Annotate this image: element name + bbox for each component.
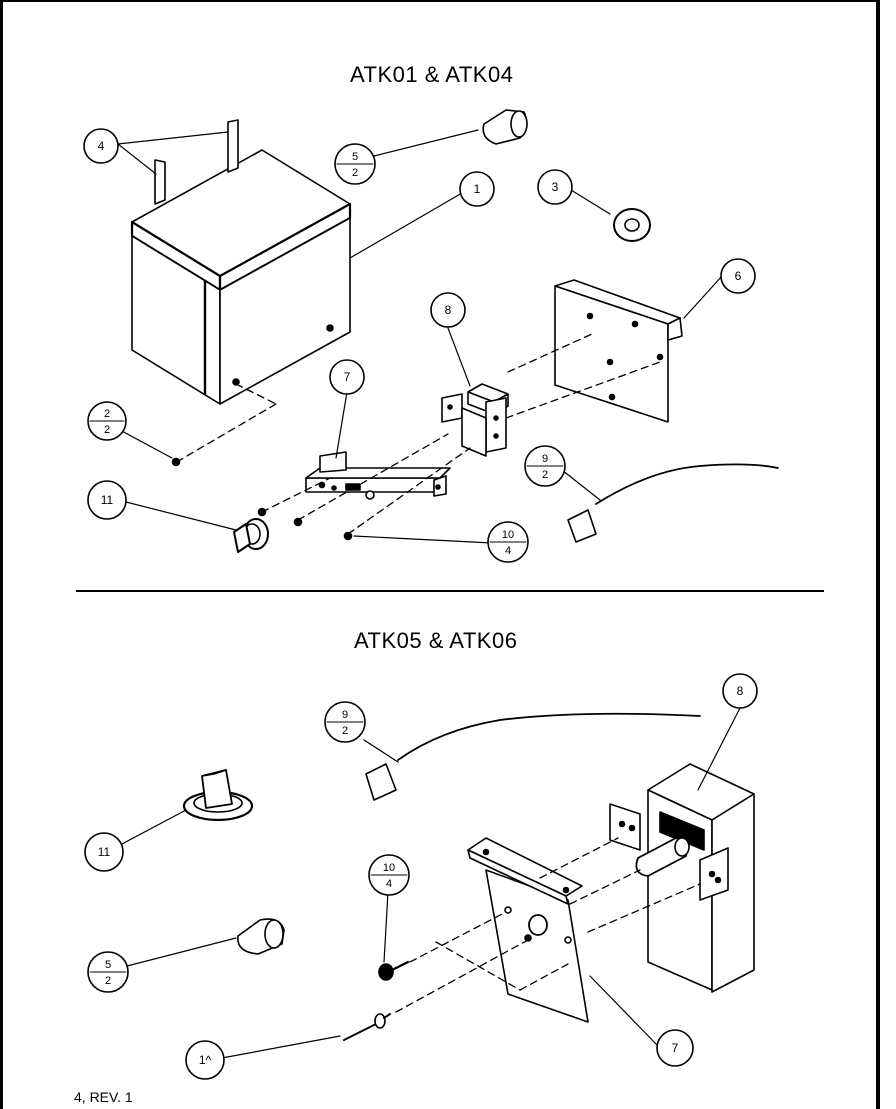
callout-7-top-label: 7 xyxy=(344,370,351,384)
knob-part-11 xyxy=(233,518,269,553)
callout-11-bottom: 11 xyxy=(84,832,124,872)
callout-10-4-top-num: 10 xyxy=(502,529,514,541)
bracket-plate-part-7 xyxy=(467,837,589,1023)
section-title-atk05-atk06: ATK05 & ATK06 xyxy=(354,628,518,653)
pin-part-12-bottom xyxy=(343,1013,391,1041)
knob-cap-part-5-bottom xyxy=(237,918,285,955)
callout-8-bottom-label: 8 xyxy=(737,684,744,698)
callout-8-top: 8 xyxy=(430,292,466,328)
callout-11-top-label: 11 xyxy=(101,493,114,507)
section-divider xyxy=(76,590,824,592)
callout-12-bottom-label: 1^ xyxy=(199,1053,212,1067)
wire-harness-part-9 xyxy=(567,463,779,543)
callout-9-2-top: 9 2 xyxy=(524,445,566,487)
callout-2-2-den: 2 xyxy=(104,424,110,436)
callout-7-bottom-label: 7 xyxy=(672,1041,679,1055)
cabinet-box-part-1 xyxy=(130,149,352,405)
callout-10-4-bottom-den: 4 xyxy=(386,878,392,890)
bracket-part-7 xyxy=(305,451,451,500)
callout-6-label: 6 xyxy=(735,269,742,283)
knob-cap-part-5 xyxy=(482,109,528,145)
screw-part-10-bottom xyxy=(378,960,410,981)
callout-7-top: 7 xyxy=(329,359,365,395)
callout-1-label: 1 xyxy=(474,182,481,196)
knob-part-11-bottom xyxy=(182,769,254,822)
callout-10-4-bottom: 10 4 xyxy=(368,854,410,896)
callout-4: 4 xyxy=(83,128,119,164)
callout-9-2-bottom-num: 9 xyxy=(342,709,348,721)
callout-1: 1 xyxy=(459,171,495,207)
callout-6-top: 6 xyxy=(720,258,756,294)
mounting-plate-part-6 xyxy=(554,279,683,423)
callout-5-2-top: 5 2 xyxy=(334,143,376,185)
callout-9-2-bottom: 9 2 xyxy=(324,701,366,743)
callout-9-2-top-den: 2 xyxy=(542,469,548,481)
callout-2-2: 2 2 xyxy=(87,401,127,441)
callout-10-4-top-den: 4 xyxy=(505,545,511,557)
revision-label: 4, REV. 1 xyxy=(74,1089,133,1105)
callout-11-bottom-label: 11 xyxy=(98,845,111,859)
leader-lines-top xyxy=(117,129,723,544)
callout-5-2-bottom-den: 2 xyxy=(105,975,111,987)
callout-5-2-bottom: 5 2 xyxy=(87,951,129,993)
section-title-atk01-atk04: ATK01 & ATK04 xyxy=(350,62,514,87)
callout-8-top-label: 8 xyxy=(445,303,452,317)
callout-2-2-num: 2 xyxy=(104,408,110,420)
callout-8-bottom: 8 xyxy=(722,673,758,709)
washer-part-3 xyxy=(613,208,651,242)
callout-12-bottom: 1^ xyxy=(185,1040,225,1080)
callout-3-label: 3 xyxy=(552,180,559,194)
callout-11-top: 11 xyxy=(87,480,127,520)
wire-harness-part-9-bottom xyxy=(365,712,701,801)
assembly-lines-bottom xyxy=(395,837,701,1013)
callout-10-4-top: 10 4 xyxy=(487,521,529,563)
mounting-straps-part-4 xyxy=(154,119,239,205)
callout-5-2-bottom-num: 5 xyxy=(105,959,111,971)
callout-7-bottom: 7 xyxy=(656,1029,694,1067)
callout-9-2-bottom-den: 2 xyxy=(342,725,348,737)
leader-lines-bottom xyxy=(121,707,741,1059)
callout-5-2-top-num: 5 xyxy=(352,151,358,163)
callout-9-2-top-num: 9 xyxy=(542,453,548,465)
callout-5-2-top-den: 2 xyxy=(352,167,358,179)
callout-10-4-bottom-num: 10 xyxy=(383,862,395,874)
callout-3: 3 xyxy=(537,169,573,205)
switch-part-8 xyxy=(441,383,509,457)
switch-housing-part-8 xyxy=(609,763,755,993)
callout-4-label: 4 xyxy=(98,139,105,153)
assembly-lines-top xyxy=(179,333,661,535)
